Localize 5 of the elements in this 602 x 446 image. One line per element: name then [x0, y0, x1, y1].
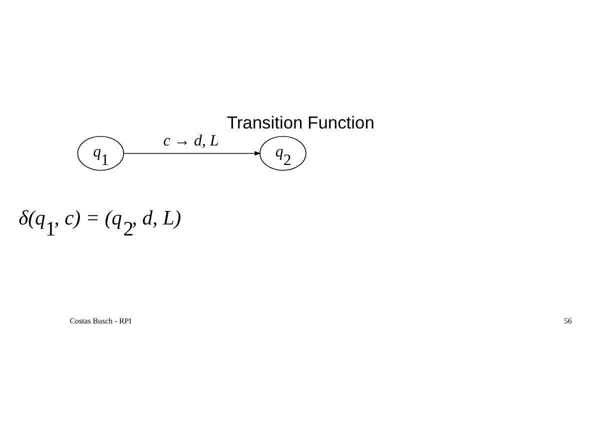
label: 56 [564, 316, 572, 326]
label: Costas Busch - RPI [70, 316, 132, 326]
diagram-title: Transition Function [226, 112, 374, 132]
arrow [123, 150, 261, 156]
edge-label: c → d, L [163, 132, 219, 149]
